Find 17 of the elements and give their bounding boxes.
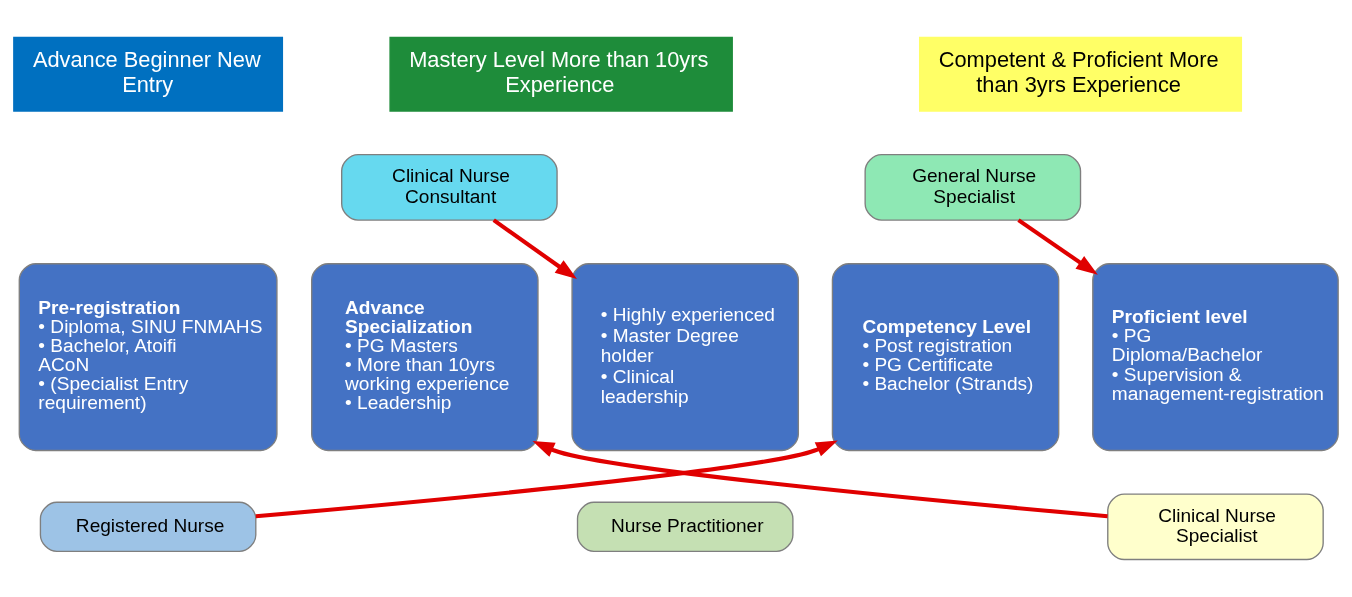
arrow bbox=[492, 218, 577, 280]
node-box: Advance Specialization • PG Masters • More than 10yrs working experience • Leadership bbox=[311, 263, 539, 452]
node-box: Mastery Level More than 10yrs Experience bbox=[389, 36, 733, 112]
node-box: • Highly experienced • Master Degree holder • Clinical leadership bbox=[571, 263, 799, 452]
node-box: Pre-registration • Diploma, SINU FNMAHS • Bachelor, Atoifi ACoN • (Specialist Entry requirement) bbox=[18, 263, 278, 452]
node-box: Competent & Proficient More than 3yrs Experience bbox=[919, 36, 1243, 112]
node-box: Registered Nurse bbox=[39, 501, 257, 553]
arrow bbox=[532, 441, 1108, 519]
node-box: General Nurse Specialist bbox=[864, 154, 1082, 221]
arrow bbox=[255, 440, 838, 519]
node-box: Nurse Practitioner bbox=[576, 501, 794, 553]
node-box: Proficient level • PG Diploma/Bachelor • Supervision & management-registration bbox=[1092, 263, 1339, 452]
node-box: Competency Level • Post registration • PG Certificate • Bachelor (Strands) bbox=[831, 263, 1060, 452]
node-box: Advance Beginner New Entry bbox=[13, 36, 284, 112]
arrow bbox=[1017, 218, 1098, 275]
node-box: Clinical Nurse Specialist bbox=[1107, 493, 1324, 561]
node-box: Clinical Nurse Consultant bbox=[341, 154, 558, 221]
